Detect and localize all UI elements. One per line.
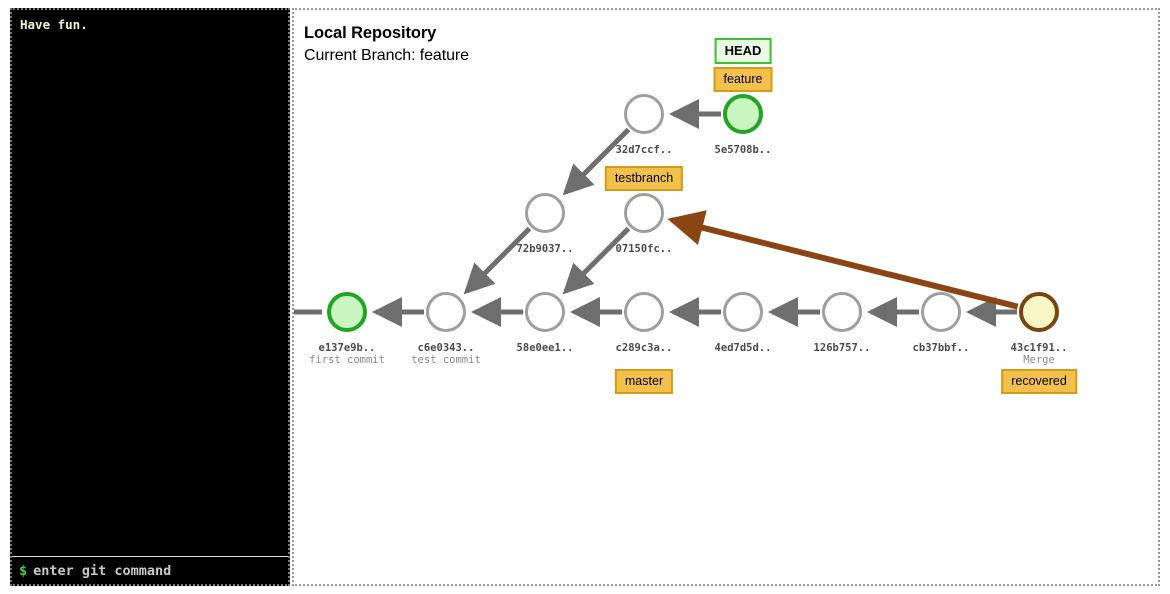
commit-hash: 72b9037.. [516, 243, 574, 255]
commit-node-07150fc[interactable] [624, 193, 664, 233]
commit-label-72b9037: 72b9037.. [517, 243, 574, 255]
commit-label-32d7ccf: 32d7ccf.. [616, 144, 673, 156]
commit-label-58e0ee1: 58e0ee1.. [517, 342, 574, 354]
commit-edge-43c1f91-to-07150fc [667, 210, 1019, 310]
commit-node-32d7ccf[interactable] [624, 94, 664, 134]
commit-hash: 32d7ccf.. [615, 144, 673, 156]
commit-node-layer: e137e9b..first commit c6e0343..test commi… [294, 10, 1162, 588]
repository-pane: Local Repository Current Branch: feature… [292, 8, 1160, 586]
commit-hash: c289c3a.. [615, 342, 673, 354]
commit-label-4ed7d5d: 4ed7d5d.. [715, 342, 772, 354]
commit-hash: 4ed7d5d.. [714, 342, 772, 354]
prompt-symbol-icon: $ [19, 562, 28, 579]
commit-label-5e5708b: 5e5708b.. [715, 144, 772, 156]
commit-hash: 07150fc.. [615, 243, 673, 255]
commit-label-126b757: 126b757.. [814, 342, 871, 354]
commit-hash: 58e0ee1.. [516, 342, 574, 354]
commit-node-72b9037[interactable] [525, 193, 565, 233]
commit-node-e137e9b[interactable] [327, 292, 367, 332]
ref-badge-testbranch[interactable]: testbranch [604, 166, 684, 191]
commit-message: Merge [1023, 354, 1055, 366]
commit-node-4ed7d5d[interactable] [723, 292, 763, 332]
commit-edge-07150fc-to-58e0ee1 [562, 226, 631, 295]
commit-label-e137e9b: e137e9b..first commit [309, 342, 385, 366]
ref-badge-recovered[interactable]: recovered [1001, 369, 1077, 394]
commit-label-c6e0343: c6e0343..test commit [411, 342, 481, 366]
ref-badge-layer: HEAD feature testbranch master recovered [294, 10, 1162, 588]
commit-label-c289c3a: c289c3a.. [616, 342, 673, 354]
commit-hash: cb37bbf.. [912, 342, 970, 354]
current-branch-label: Current Branch: feature [304, 47, 469, 64]
commit-label-43c1f91: 43c1f91..Merge [1011, 342, 1068, 366]
terminal-output: Have fun. [20, 17, 88, 32]
commit-hash: 5e5708b.. [714, 144, 772, 156]
ref-badge-head[interactable]: HEAD [714, 38, 772, 64]
commit-node-43c1f91[interactable] [1019, 292, 1059, 332]
commit-hash: 43c1f91.. [1010, 342, 1068, 354]
ref-badge-feature[interactable]: feature [713, 67, 773, 92]
commit-node-126b757[interactable] [822, 292, 862, 332]
terminal-input-bar[interactable]: $ [12, 556, 288, 584]
commit-message: first commit [309, 354, 385, 366]
commit-node-5e5708b[interactable] [723, 94, 763, 134]
git-command-input[interactable] [33, 562, 288, 579]
commit-node-c289c3a[interactable] [624, 292, 664, 332]
commit-label-07150fc: 07150fc.. [616, 243, 673, 255]
commit-node-c6e0343[interactable] [426, 292, 466, 332]
commit-node-cb37bbf[interactable] [921, 292, 961, 332]
commit-node-58e0ee1[interactable] [525, 292, 565, 332]
commit-label-cb37bbf: cb37bbf.. [913, 342, 970, 354]
terminal-pane: Have fun. $ [10, 8, 290, 586]
commit-graph-edges [294, 99, 1019, 327]
page-title: Local Repository [304, 24, 437, 42]
commit-hash: 126b757.. [813, 342, 871, 354]
ref-badge-master[interactable]: master [614, 369, 674, 394]
commit-edge-32d7ccf-to-72b9037 [562, 127, 631, 196]
commit-message: test commit [411, 354, 481, 366]
commit-hash: e137e9b.. [318, 342, 376, 354]
commit-edge-72b9037-to-c6e0343 [463, 226, 532, 295]
commit-hash: c6e0343.. [417, 342, 475, 354]
